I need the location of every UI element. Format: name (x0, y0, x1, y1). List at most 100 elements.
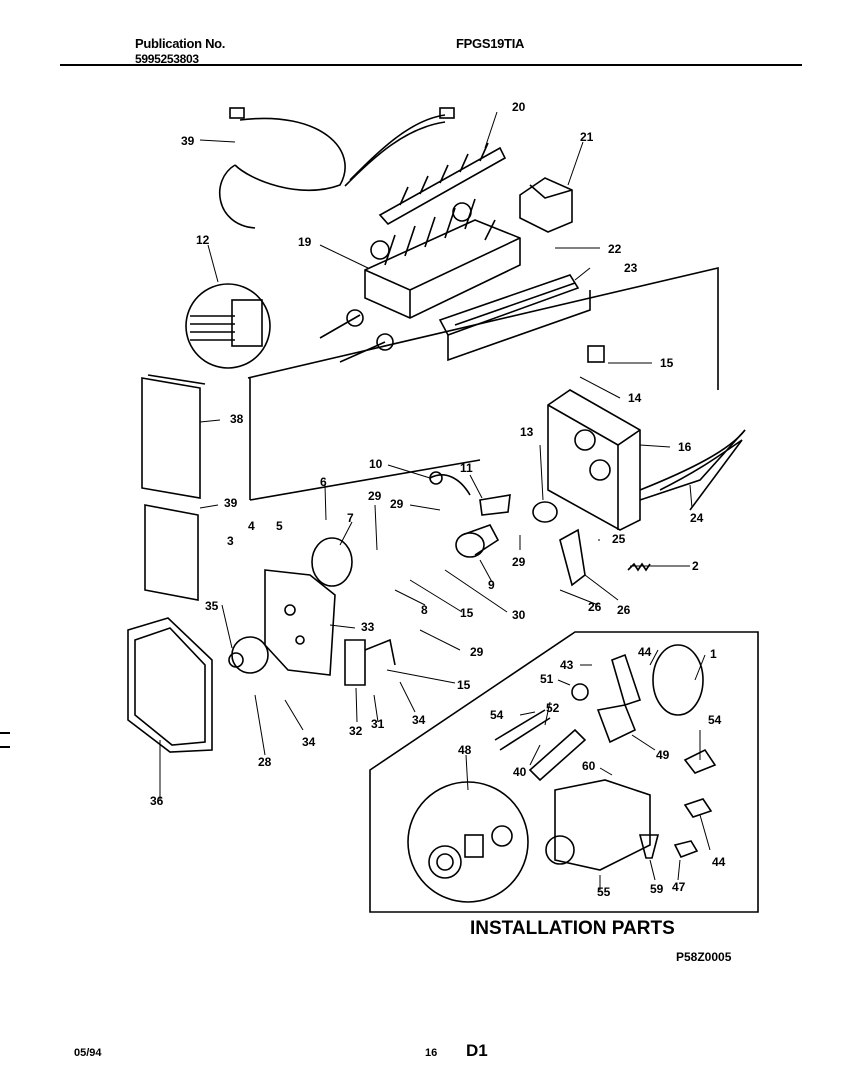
fitting-59 (638, 834, 660, 859)
publication-label: Publication No. (135, 36, 226, 51)
motor-housing (547, 389, 641, 531)
grommet-part (571, 683, 589, 701)
leader-lines (159, 111, 711, 890)
label-51: 52 (546, 701, 560, 715)
cam-part (455, 532, 485, 558)
label-29a: 29 (368, 489, 382, 503)
harness-connector (229, 107, 245, 119)
label-34: 34 (302, 735, 316, 749)
manual-37 (141, 377, 201, 499)
label-3: 3 (227, 534, 234, 548)
label-19: 21 (580, 130, 594, 144)
label-21: 23 (624, 261, 638, 275)
label-37: 38 (230, 412, 244, 426)
label-17: 19 (298, 235, 312, 249)
nut-part (596, 704, 637, 744)
label-48: 49 (656, 748, 670, 762)
label-29b: 29 (470, 645, 484, 659)
label-32: 32 (349, 724, 363, 738)
label-44: 44 (712, 855, 726, 869)
label-43: 44 (638, 645, 652, 659)
label-15a: 15 (660, 356, 674, 370)
footer-page-number: 16 (425, 1047, 438, 1059)
label-36: 36 (150, 794, 164, 808)
wire-harness (234, 117, 346, 192)
label-20: 22 (608, 242, 622, 256)
bracket-part (519, 177, 573, 233)
callout-labels: 39 20 21 12 19 22 23 15 14 16 38 13 10 1… (150, 100, 726, 899)
label-11: 11 (460, 461, 473, 475)
diagram-artwork (127, 107, 759, 913)
label-25: 26 (588, 600, 602, 614)
label-6: 6 (320, 475, 327, 489)
installation-parts-title: INSTALLATION PARTS (470, 918, 675, 939)
motor-part (311, 537, 353, 587)
label-39: 39 (181, 134, 195, 148)
label-4: 4 (248, 519, 255, 533)
label-13: 13 (520, 425, 534, 439)
label-55: 55 (597, 885, 611, 899)
label-40: 40 (513, 765, 527, 779)
label-15c: 15 (457, 678, 471, 692)
label-5: 5 (276, 519, 283, 533)
drawing-code: P58Z0005 (676, 950, 732, 964)
label-54: 54 (708, 713, 722, 727)
clip-46 (673, 840, 699, 859)
assembly-outline (247, 266, 719, 500)
connector-detail (185, 283, 271, 369)
part-13 (532, 501, 558, 523)
tube-part (494, 709, 551, 751)
label-41: 43 (560, 658, 574, 672)
label-18: 20 (512, 100, 526, 114)
clip-54 (683, 748, 717, 774)
label-30: 34 (412, 713, 426, 727)
label-52: 54 (490, 708, 504, 722)
manual-38 (144, 504, 199, 601)
label-23: 25 (612, 532, 626, 546)
lever-part (559, 528, 586, 587)
label-8: 8 (421, 603, 428, 617)
label-15b: 15 (460, 606, 474, 620)
header-rule (60, 64, 802, 66)
label-22: 24 (690, 511, 704, 525)
model-number: FPGS19TIA (456, 36, 525, 51)
mounting-plate (264, 569, 336, 676)
footer-date: 05/94 (74, 1047, 102, 1059)
ejector-part (378, 146, 507, 226)
label-47: 48 (458, 743, 472, 757)
label-7: 7 (347, 511, 354, 525)
label-26b: 29 (512, 555, 526, 569)
label-46: 47 (672, 880, 686, 894)
label-49: 51 (540, 672, 554, 686)
label-26a: 29 (390, 497, 404, 511)
label-60: 60 (582, 759, 596, 773)
part-10 (429, 474, 471, 496)
switch-part (587, 345, 605, 363)
ice-mold (364, 219, 521, 319)
label-1: 1 (710, 647, 717, 661)
label-31: 31 (371, 717, 385, 731)
water-valve (554, 779, 651, 871)
label-16: 16 (678, 440, 692, 454)
label-38: 39 (224, 496, 238, 510)
tubing-part (652, 644, 704, 716)
label-27: 30 (512, 608, 526, 622)
switch-assembly (344, 639, 366, 686)
label-14: 14 (628, 391, 642, 405)
label-28: 28 (258, 755, 272, 769)
installation-box (369, 631, 759, 913)
label-10: 10 (369, 457, 383, 471)
label-59: 59 (650, 882, 664, 896)
heater-part (438, 274, 580, 336)
label-33: 33 (361, 620, 375, 634)
shutoff-arm (639, 429, 746, 501)
label-24: 26 (617, 603, 631, 617)
footer-section: D1 (466, 1041, 488, 1060)
label-35: 35 (205, 599, 219, 613)
cover-box (127, 617, 213, 753)
part-11 (479, 494, 511, 516)
bracket-43 (611, 653, 642, 707)
publication-number: 5995253803 (135, 52, 199, 66)
label-9: 9 (488, 578, 495, 592)
